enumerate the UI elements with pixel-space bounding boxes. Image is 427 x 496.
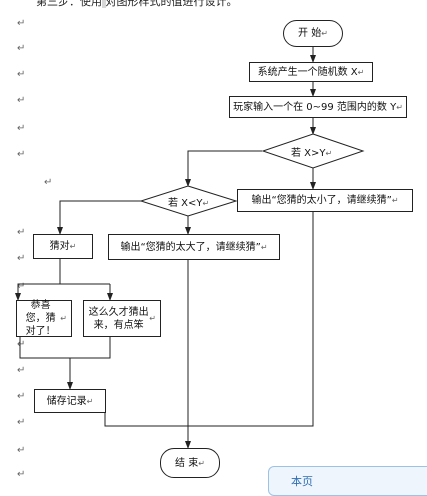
paragraph-mark: ↵ bbox=[17, 43, 26, 54]
late-label: 这么久才猜出来，有点笨 bbox=[88, 306, 149, 331]
paragraph-mark: ↵ bbox=[17, 69, 26, 80]
paragraph-mark: ↵ bbox=[17, 281, 26, 292]
save-label: 储存记录 bbox=[46, 395, 87, 407]
flowchart-random-box: 系统产生一个随机数 X↵ bbox=[249, 62, 373, 82]
correct-label: 猜对 bbox=[49, 241, 70, 252]
top-text-prefix: 第三步：使用 bbox=[36, 0, 102, 8]
start-label: 开 始 bbox=[298, 28, 322, 39]
paragraph-mark: ↵ bbox=[17, 469, 26, 480]
random-label: 系统产生一个随机数 X bbox=[257, 66, 358, 78]
flowchart-end: 结 束↵ bbox=[160, 448, 220, 478]
paragraph-mark: ↵ bbox=[17, 417, 26, 428]
paragraph-mark: ↵ bbox=[17, 123, 26, 134]
paragraph-mark: ↵ bbox=[44, 177, 53, 188]
paragraph-mark: ↵ bbox=[17, 95, 26, 106]
paragraph-mark: ↵ bbox=[17, 149, 26, 160]
connector-merge bbox=[19, 337, 111, 359]
decision-diamond-1 bbox=[261, 133, 365, 169]
flowchart-connectors bbox=[15, 47, 365, 449]
connector-cond2-correct bbox=[57, 200, 141, 235]
paragraph-mark: ↵ bbox=[60, 314, 67, 323]
paragraph-mark: ↵ bbox=[86, 396, 94, 406]
paragraph-mark: ↵ bbox=[396, 102, 403, 112]
paragraph-mark: ↵ bbox=[202, 199, 210, 208]
too-small-label: 输出“您猜的太小了，请继续猜” bbox=[251, 195, 392, 206]
document-page: 第三步：使用 对图形样式的值进行设计。 ↵ ↵ ↵ ↵ ↵ ↵ ↵ ↵ ↵ ↵ … bbox=[15, 0, 427, 496]
paragraph-mark: ↵ bbox=[17, 253, 26, 264]
flowchart-too-small-box: 输出“您猜的太小了，请继续猜”↵ bbox=[237, 189, 413, 212]
input-label: 玩家输入一个在 0~99 范围内的数 Y bbox=[233, 101, 397, 113]
connector-small-join bbox=[188, 212, 314, 427]
paragraph-mark: ↵ bbox=[357, 67, 365, 77]
paragraph-mark: ↵ bbox=[149, 314, 156, 323]
paragraph-mark: ↵ bbox=[17, 365, 26, 376]
paragraph-mark: ↵ bbox=[17, 391, 26, 402]
connector-save-join bbox=[104, 401, 188, 427]
flowchart-save-box: 储存记录↵ bbox=[34, 389, 106, 413]
connector-correct-split bbox=[17, 259, 61, 300]
floating-tip-panel[interactable]: 本页 bbox=[268, 466, 427, 496]
paragraph-mark: ↵ bbox=[69, 242, 77, 251]
too-big-label: 输出“您猜的太大了，请继续猜” bbox=[120, 241, 261, 253]
decision-2-label: 若 X<Y↵ bbox=[168, 194, 209, 209]
paragraph-mark: ↵ bbox=[17, 227, 26, 238]
paragraph-mark: ↵ bbox=[321, 29, 328, 38]
paragraph-mark: ↵ bbox=[198, 458, 205, 468]
top-text-highlight bbox=[102, 0, 106, 8]
paragraph-mark: ↵ bbox=[325, 149, 333, 158]
decision-diamond-2 bbox=[139, 185, 238, 217]
flowchart-input-box: 玩家输入一个在 0~99 范围内的数 Y↵ bbox=[229, 96, 407, 118]
flowchart-late-box: 这么久才猜出来，有点笨↵ bbox=[83, 300, 161, 337]
connector-cond1-cond2 bbox=[185, 150, 262, 187]
flowchart-start: 开 始↵ bbox=[283, 20, 343, 47]
end-label: 结 束 bbox=[175, 457, 199, 469]
paragraph-mark: ↵ bbox=[391, 196, 399, 205]
flowchart-correct-box: 猜对↵ bbox=[33, 234, 93, 259]
paragraph-mark: ↵ bbox=[17, 445, 26, 456]
cond2-text: 若 X<Y bbox=[168, 198, 203, 209]
flowchart-congrats-box: 恭喜您，猜对了！ ↵ bbox=[16, 300, 72, 337]
top-text-line: 第三步：使用 对图形样式的值进行设计。 bbox=[36, 0, 238, 9]
flowchart-too-big-box: 输出“您猜的太大了，请继续猜”↵ bbox=[108, 234, 280, 260]
cond1-text: 若 X>Y bbox=[291, 148, 326, 159]
decision-1-label: 若 X>Y↵ bbox=[291, 144, 332, 159]
paragraph-mark: ↵ bbox=[17, 339, 26, 350]
paragraph-mark: ↵ bbox=[17, 18, 26, 29]
paragraph-mark: ↵ bbox=[260, 242, 268, 252]
congrats-label: 恭喜您，猜对了！ bbox=[25, 300, 56, 337]
top-text-suffix: 对图形样式的值进行设计。 bbox=[105, 0, 238, 8]
